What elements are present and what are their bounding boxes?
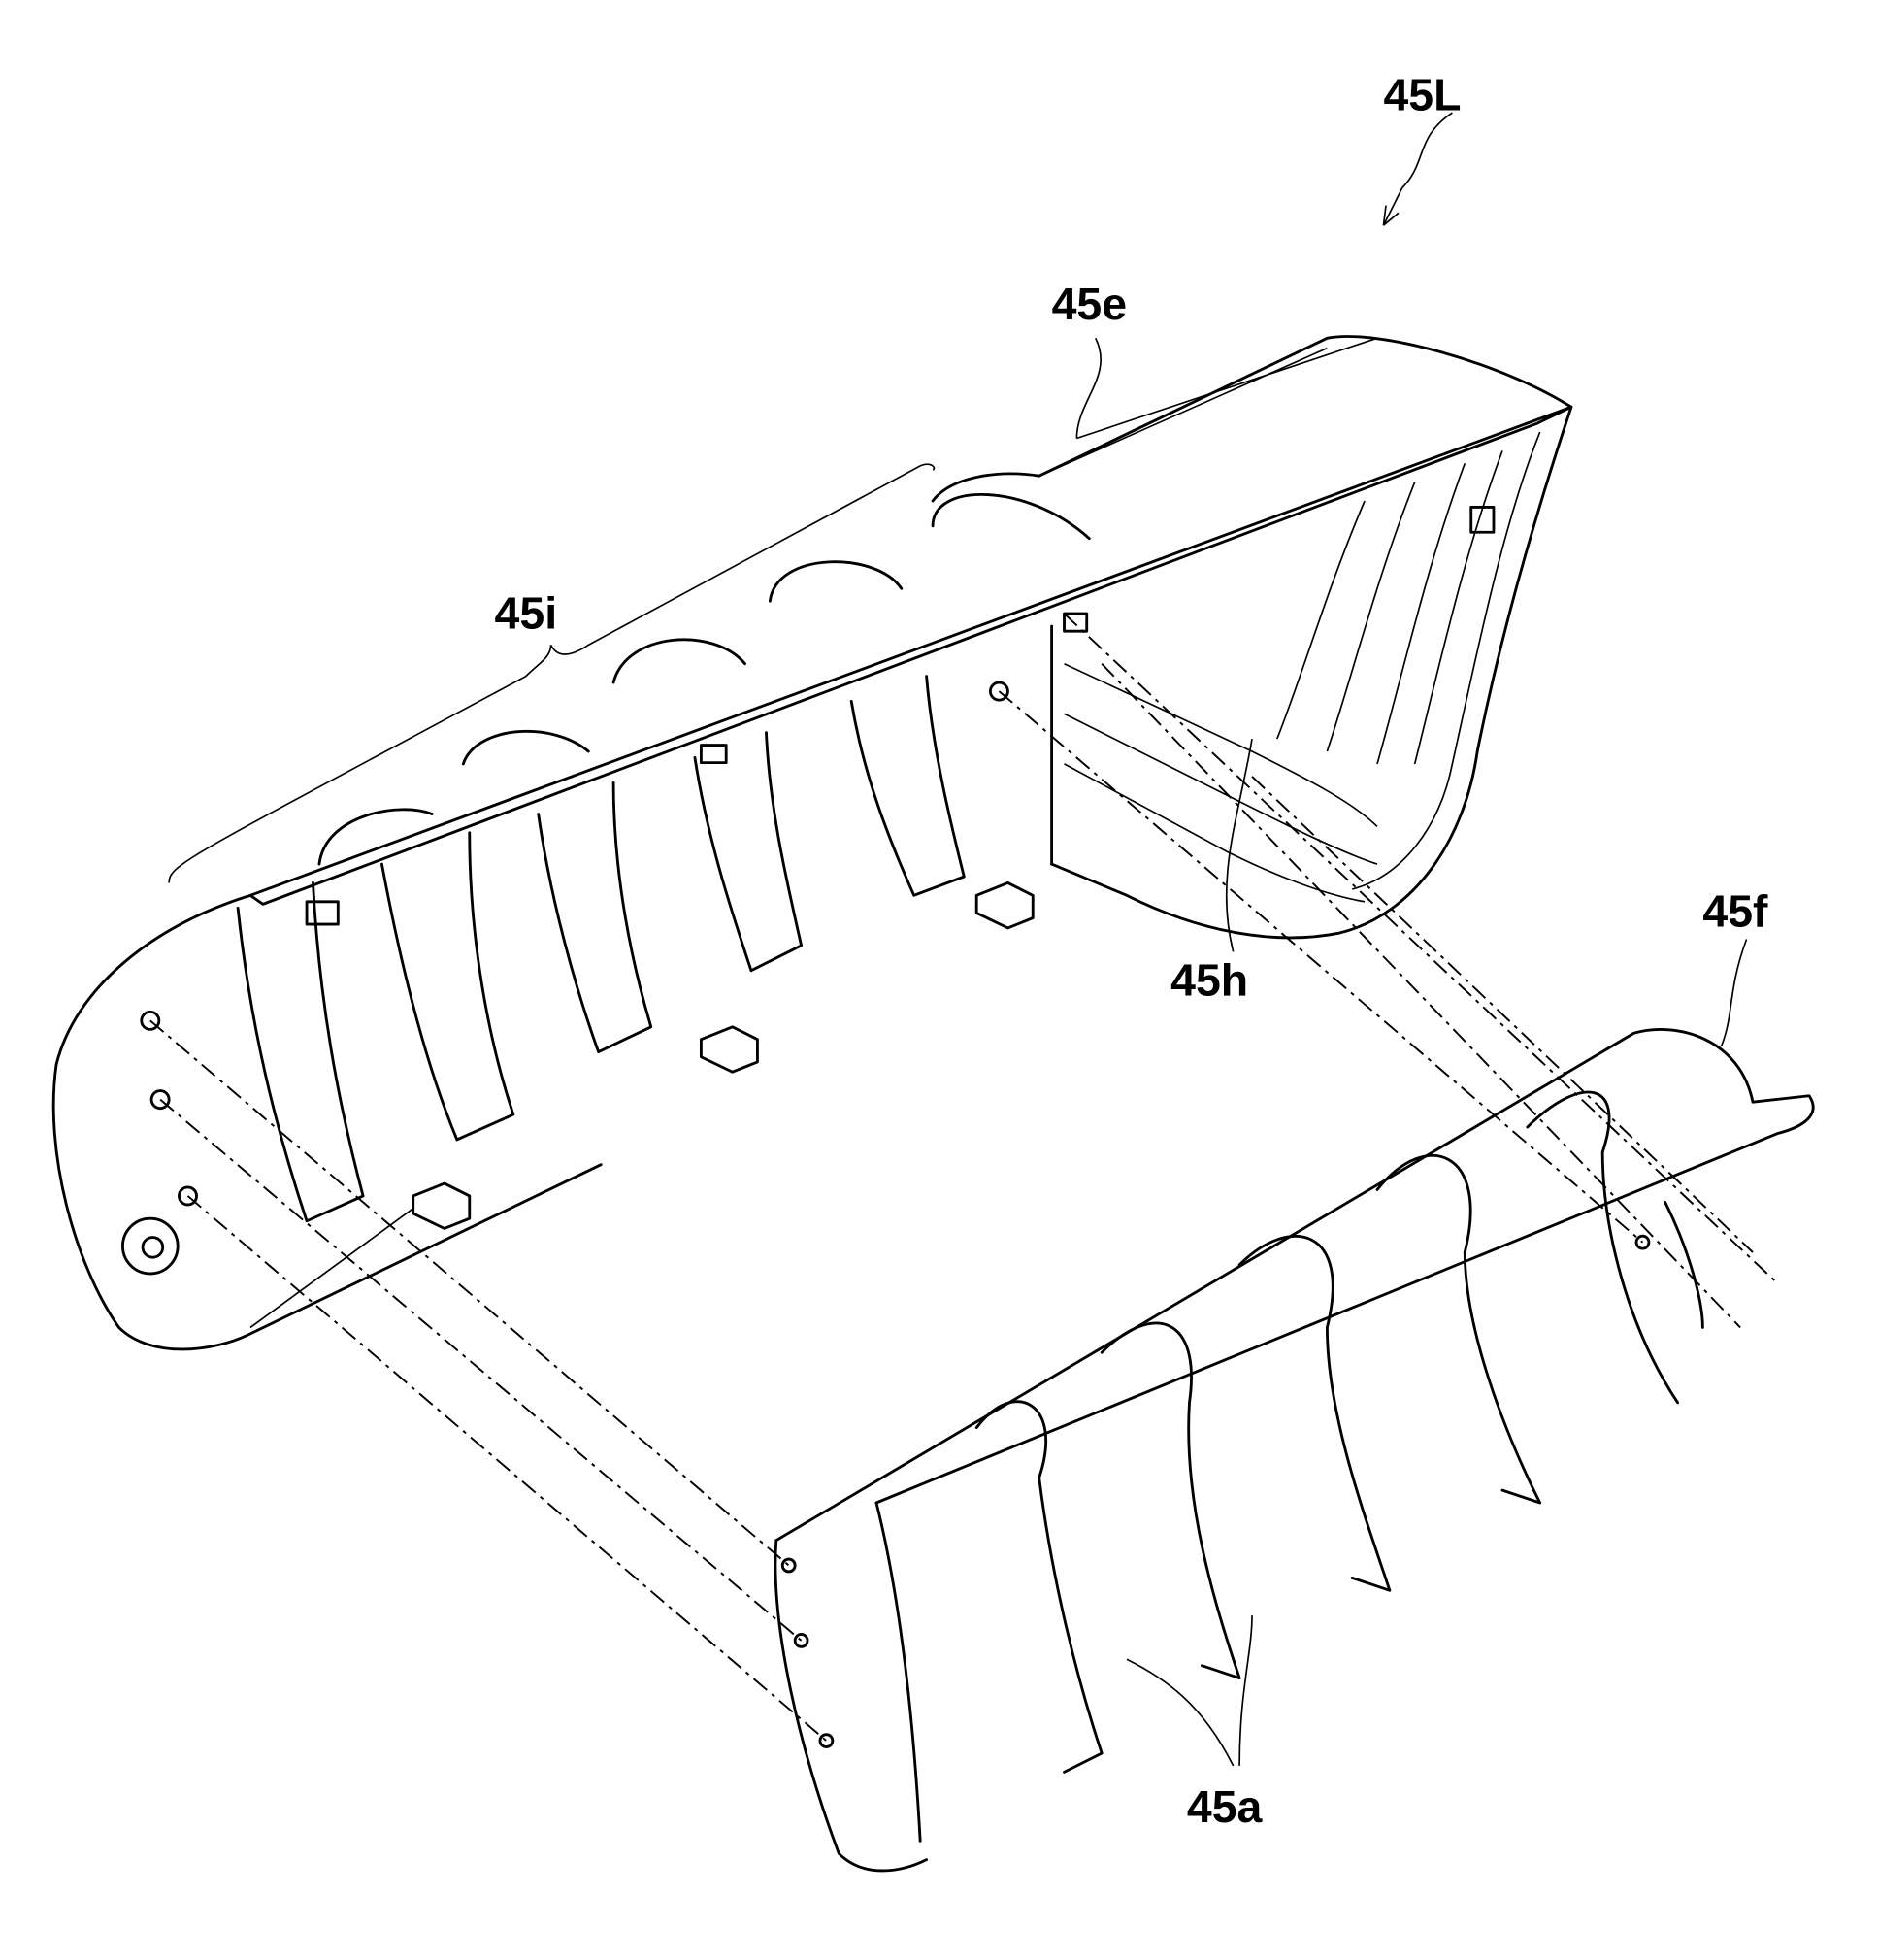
label-45i: 45i [495, 588, 558, 639]
label-45e: 45e [1052, 279, 1127, 329]
alignment-lines [149, 613, 1779, 1742]
label-45f: 45f [1702, 886, 1768, 937]
label-45a: 45a [1187, 1781, 1264, 1832]
label-45h: 45h [1170, 955, 1248, 1006]
label-45L: 45L [1383, 70, 1461, 120]
leader-lines [168, 112, 1748, 1767]
lower-part-45f [774, 1028, 1815, 1873]
upper-part-45e [51, 335, 1573, 1351]
